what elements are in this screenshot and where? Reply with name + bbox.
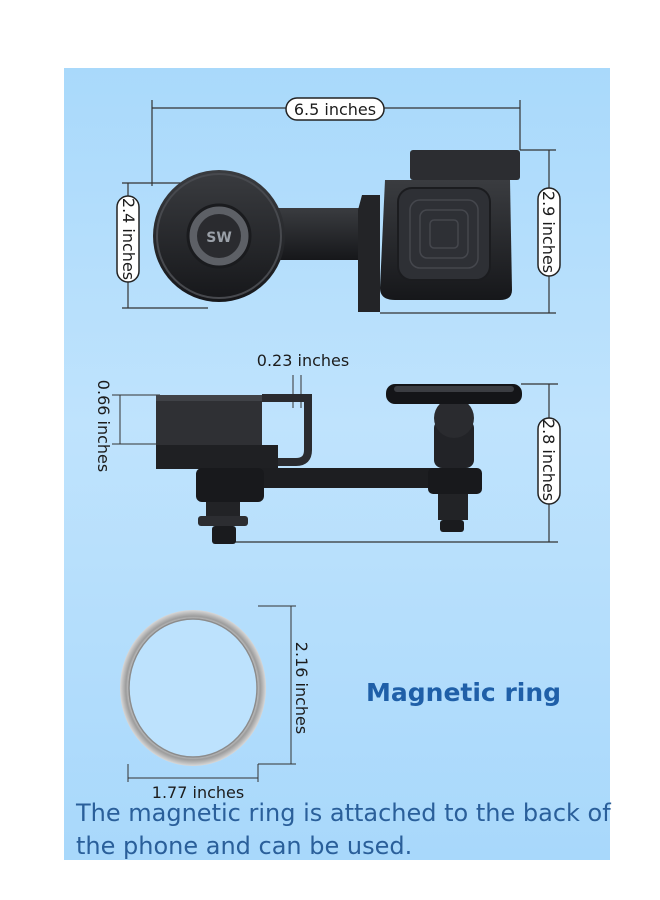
ring-width-label: 1.77 inches	[152, 783, 244, 802]
ring-title: Magnetic ring	[366, 678, 562, 707]
top-width-label: 6.5 inches	[294, 100, 376, 119]
gap-label: 0.23 inches	[257, 351, 349, 370]
top-view: 6.5 inches 2.4 inches 2.9 inches SW	[116, 97, 561, 314]
side-arm	[214, 468, 474, 488]
top-left-height-label: 2.4 inches	[119, 198, 138, 280]
clip-top	[410, 150, 520, 180]
logo-text: SW	[206, 230, 232, 246]
side-clip	[156, 395, 262, 445]
clip-height-label: 0.66 inches	[94, 380, 113, 472]
side-view: 0.23 inches 0.66 inches 2.8 inches	[94, 351, 561, 544]
ring-height-label: 2.16 inches	[292, 642, 311, 734]
caption: The magnetic ring is attached to the bac…	[76, 799, 611, 860]
grip-pad	[397, 187, 491, 281]
ring-view: 2.16 inches 1.77 inches	[120, 605, 311, 802]
top-right-height-label: 2.9 inches	[539, 191, 558, 273]
total-height-label: 2.8 inches	[539, 419, 558, 501]
